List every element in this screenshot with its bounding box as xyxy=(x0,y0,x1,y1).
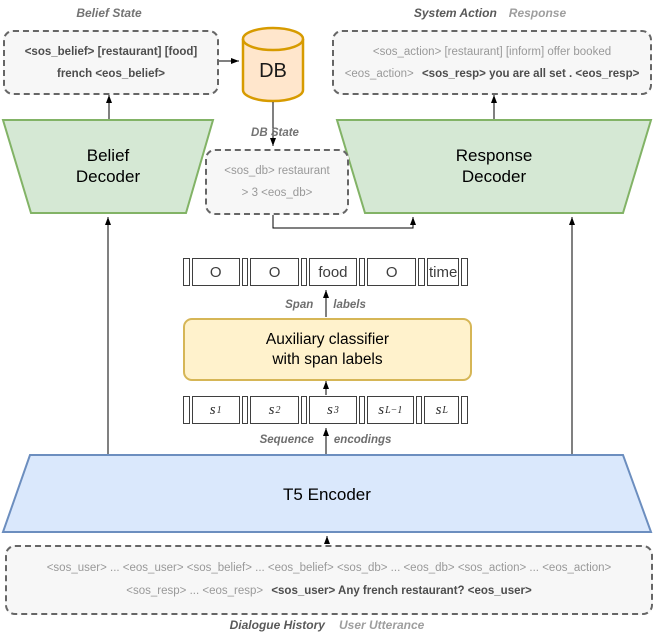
system-action-label: System Action xyxy=(413,6,497,20)
seq-sub: L xyxy=(442,404,448,416)
dialogue-history-label: Dialogue History xyxy=(229,618,325,632)
input-line2-gray: <sos_resp> ... <eos_resp> xyxy=(126,585,264,597)
auxiliary-classifier-box: Auxiliary classifier with span labels xyxy=(183,318,472,381)
seq-base: s xyxy=(209,401,216,418)
span-label-cell: O xyxy=(367,258,417,286)
seq-separator xyxy=(415,396,423,424)
response-decoder-text: Response Decoder xyxy=(384,145,604,187)
sequence-caption-word1: Sequence xyxy=(259,434,314,446)
seq-base: s xyxy=(435,401,442,418)
span-label-cell: food xyxy=(309,258,357,286)
response-decoder-line1: Response xyxy=(455,146,533,165)
span-labels-row: O O food O time xyxy=(183,258,469,286)
belief-decoder-line1: Belief xyxy=(86,146,130,165)
seq-separator xyxy=(358,396,366,424)
db-cylinder-shape xyxy=(241,26,305,103)
span-separator xyxy=(183,258,190,286)
seq-sub: 3 xyxy=(333,404,339,416)
classifier-line1: Auxiliary classifier xyxy=(265,330,390,348)
span-caption-word2: labels xyxy=(333,299,366,311)
seq-separator xyxy=(461,396,469,424)
t5-encoder-label: T5 Encoder xyxy=(283,485,371,504)
span-separator xyxy=(241,258,249,286)
input-line1: <sos_user> ... <eos_user> <sos_belief> .… xyxy=(46,562,612,574)
seq-base: s xyxy=(378,401,385,418)
span-caption-word1: Span xyxy=(285,299,314,311)
input-line2-bold: <sos_user> Any french restaurant? <eos_u… xyxy=(271,585,532,597)
action-line2-bold: <sos_resp> you are all set . <eos_resp> xyxy=(421,67,640,80)
belief-state-label: Belief State xyxy=(76,6,142,20)
belief-decoder-shape xyxy=(1,119,215,214)
sequence-caption: Sequence encodings xyxy=(183,434,468,446)
db-state-box: <sos_db> restaurant > 3 <eos_db> xyxy=(205,149,349,215)
response-decoder-line2: Decoder xyxy=(461,167,527,186)
classifier-line2: with span labels xyxy=(272,350,383,368)
seq-base: s xyxy=(327,401,333,418)
span-label-cell: O xyxy=(250,258,299,286)
db-cylinder-rim xyxy=(241,38,305,52)
span-separator xyxy=(461,258,469,286)
span-separator xyxy=(418,258,425,286)
seq-separator xyxy=(183,396,190,424)
seq-base: s xyxy=(268,401,275,418)
belief-state-line2: french <eos_belief> xyxy=(56,67,166,80)
db-state-label: DB State xyxy=(251,127,299,139)
seq-separator xyxy=(241,396,249,424)
span-separator xyxy=(300,258,308,286)
span-caption: Span labels xyxy=(183,299,468,311)
t5-encoder-shape xyxy=(1,454,653,533)
action-response-labels: System Action Response xyxy=(332,6,648,20)
action-response-box: <sos_action> [restaurant] [inform] offer… xyxy=(332,30,652,95)
db-state-line1: <sos_db> restaurant xyxy=(224,165,330,177)
span-label-cell: O xyxy=(191,258,240,286)
belief-state-box: <sos_belief> [restaurant] [food] french … xyxy=(3,30,219,95)
span-separator xyxy=(358,258,366,286)
seq-sub: L−1 xyxy=(385,404,403,416)
db-label: DB xyxy=(259,60,287,82)
belief-state-line1: <sos_belief> [restaurant] [food] xyxy=(24,45,198,58)
action-line2-gray: <eos_action> xyxy=(344,67,414,80)
span-label-cell: time xyxy=(426,258,460,286)
sequence-caption-word2: encodings xyxy=(333,434,392,446)
seq-sub: 2 xyxy=(275,404,281,416)
arrow-dbstate-to-responsedecoder xyxy=(272,213,416,229)
belief-decoder-text: Belief Decoder xyxy=(18,145,198,187)
seq-separator xyxy=(300,396,308,424)
belief-decoder-line2: Decoder xyxy=(75,167,141,186)
response-label: Response xyxy=(508,6,567,20)
user-utterance-label: User Utterance xyxy=(338,618,425,632)
action-line2: <eos_action> <sos_resp> you are all set … xyxy=(345,63,640,85)
dialogue-input-box: <sos_user> ... <eos_user> <sos_belief> .… xyxy=(5,545,653,615)
db-state-line2: > 3 <eos_db> xyxy=(241,187,313,199)
input-line2: <sos_resp> ... <eos_resp> <sos_user> Any… xyxy=(126,580,531,603)
seq-sub: 1 xyxy=(216,404,222,416)
action-line1: <sos_action> [restaurant] [inform] offer… xyxy=(372,45,612,58)
bottom-caption: Dialogue History User Utterance xyxy=(5,618,649,632)
response-decoder-shape xyxy=(335,119,653,214)
